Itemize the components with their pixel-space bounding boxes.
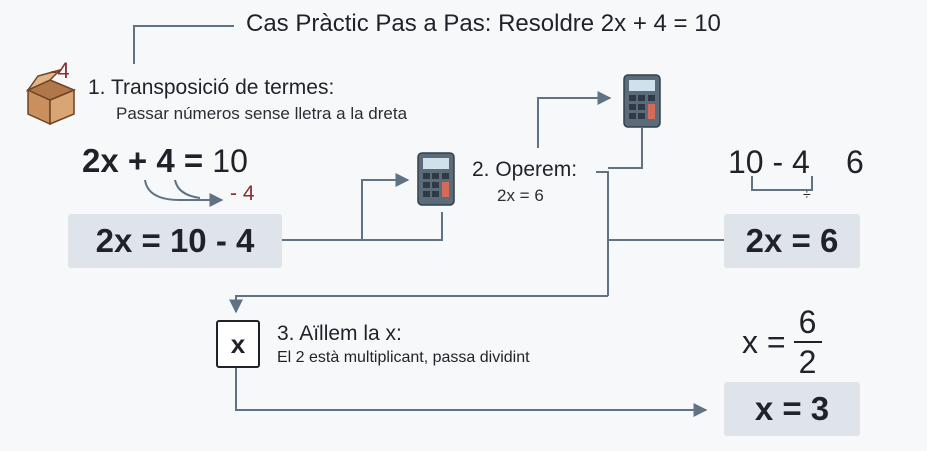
divide-mark: ÷	[803, 186, 811, 202]
equation-left: 2x + 4 =	[82, 142, 213, 179]
step2-to-step3-arrow	[229, 295, 608, 314]
step3-title: 3. Aïllem la x:	[277, 322, 402, 345]
step2-to-calculator-arrow	[537, 91, 612, 148]
step1-to-calculator-arrow	[282, 173, 410, 241]
variable-x-icon: x	[216, 320, 260, 368]
original-equation: 2x + 4 = 10	[82, 142, 248, 180]
fraction-numerator: 6	[798, 304, 817, 340]
diagram-title: Cas Pràctic Pas a Pas: Resoldre 2x + 4 =…	[246, 10, 721, 37]
box-icon	[25, 68, 76, 126]
final-result-box: x = 3	[724, 382, 860, 436]
calculator-icon	[417, 152, 455, 206]
fraction: 6 2	[793, 304, 822, 380]
step1-subtitle: Passar números sense lletra a la dreta	[116, 104, 408, 123]
calculator-icon	[623, 74, 661, 128]
minus-four-note: - 4	[230, 182, 255, 205]
step2-result-box: 2x = 6	[724, 214, 860, 268]
step1-result-box: 2x = 10 - 4	[68, 214, 282, 268]
fraction-denominator: 2	[798, 344, 817, 380]
equation-right: 10	[212, 143, 248, 179]
calc-subtraction: 10 - 4	[728, 144, 810, 180]
step1-title: 1. Transposició de termes:	[88, 76, 335, 99]
box-minus-badge: -4	[50, 58, 70, 83]
step2-subtitle: 2x = 6	[497, 186, 544, 205]
fraction-lhs: x =	[742, 323, 786, 360]
step3-subtitle: El 2 està multiplicant, passa dividint	[277, 349, 530, 366]
fraction-bar	[793, 341, 822, 343]
transpose-arrow	[144, 179, 224, 207]
calc-result: 6	[846, 144, 864, 180]
step3-to-result-arrow	[235, 366, 708, 417]
fraction-equation: x = 6 2	[742, 306, 822, 378]
step2-title: 2. Operem:	[472, 158, 578, 181]
calc-bracket	[751, 176, 813, 191]
title-connector	[133, 25, 234, 64]
